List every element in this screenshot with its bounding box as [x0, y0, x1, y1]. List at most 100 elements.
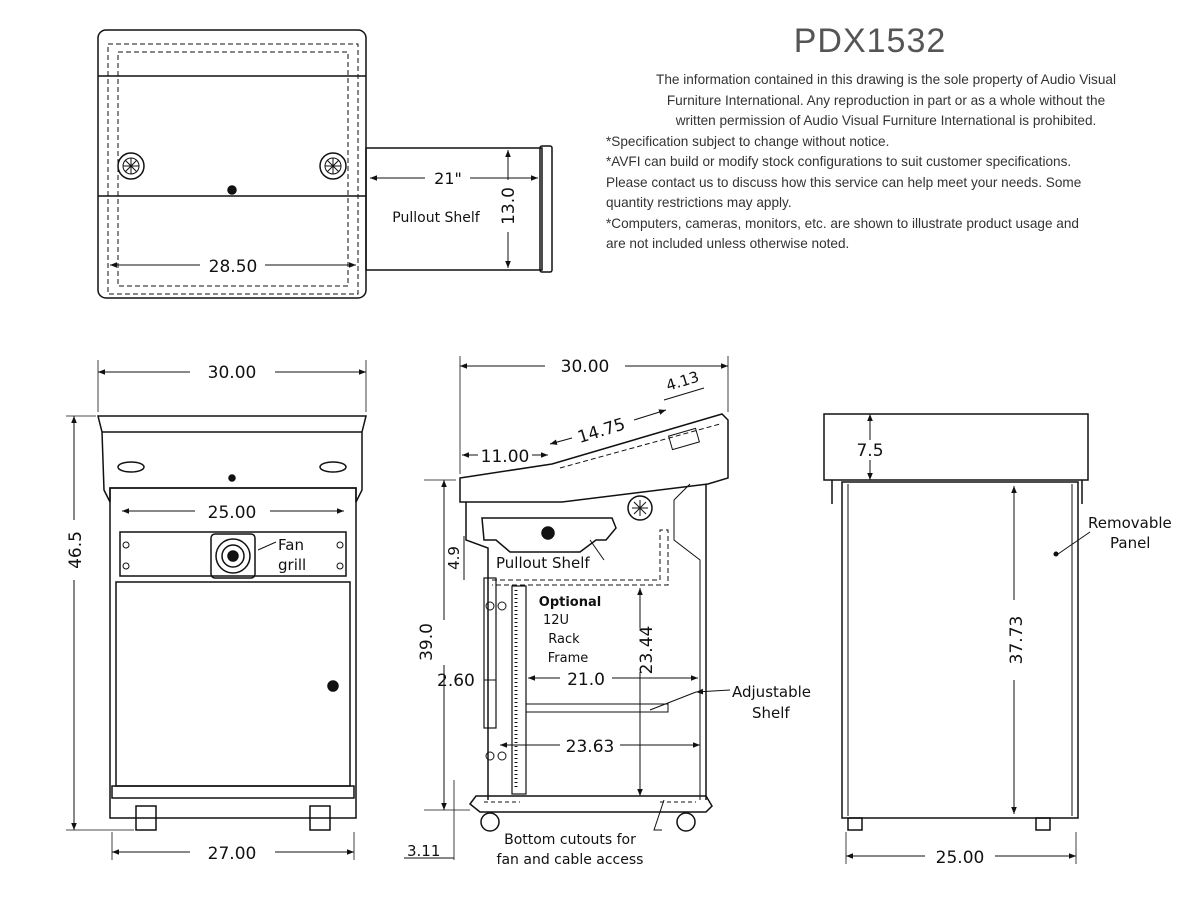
- pullout-shelf-handle: [539, 145, 553, 273]
- door-lock-icon: [327, 680, 339, 692]
- rack-screw: [485, 601, 495, 611]
- top-width-dim: 28.50: [209, 257, 258, 277]
- leader-line: [653, 799, 665, 831]
- side-view-panel: [673, 483, 701, 800]
- model-title: PDX1532: [793, 22, 947, 60]
- rear-width-dim: 25.00: [936, 848, 985, 868]
- front-view-top-cabinet: [97, 415, 367, 503]
- rack-screw: [497, 601, 507, 611]
- note-usage-1: *Computers, cameras, monitors, etc. are …: [606, 215, 1079, 231]
- note-custom-1: *AVFI can build or modify stock configur…: [606, 154, 1072, 169]
- note-spec: *Specification subject to change without…: [606, 133, 890, 149]
- shelf-depth-dim: 21": [434, 169, 462, 188]
- caster-icon: [309, 805, 331, 831]
- rack-screw: [336, 541, 344, 549]
- note-usage-2: are not included unless otherwise noted.: [606, 236, 850, 251]
- front-height-dim: 46.5: [66, 531, 86, 569]
- front-view-base: [111, 785, 355, 799]
- notes-block: The information contained in this drawin…: [606, 70, 1166, 255]
- front-view-rack-panel: [119, 531, 347, 577]
- fan-label-1: Fan: [278, 536, 304, 554]
- side-view-hidden-shelf: [492, 529, 669, 586]
- shelf-depth-dim: 21.0: [567, 670, 605, 690]
- side-height-dim: 39.0: [417, 623, 437, 661]
- pullout-shelf-side-label: Pullout Shelf: [496, 554, 590, 572]
- rear-view: [823, 413, 1091, 864]
- rack-offset-dim: 2.60: [437, 671, 475, 691]
- panel-marker: [1053, 551, 1059, 557]
- rack-label-3: Rack: [548, 632, 580, 647]
- fan-grill-icon: [319, 152, 347, 180]
- side-view-top: [459, 413, 729, 503]
- cutout-label-1: Bottom cutouts for: [504, 832, 636, 848]
- note-property-1: The information contained in this drawin…: [656, 72, 1116, 87]
- front-view: [66, 360, 367, 860]
- side-gap-dim: 4.9: [445, 546, 463, 570]
- adjustable-shelf-label-2: Shelf: [752, 704, 790, 722]
- rack-depth-dim: 23.44: [637, 626, 657, 675]
- fan-grill-icon: [627, 495, 653, 521]
- side-view-base: [468, 795, 713, 813]
- top-view-bolt: [227, 185, 237, 195]
- caster-wheel-icon: [480, 812, 500, 832]
- rack-screw: [122, 541, 130, 549]
- front-vent-icon: [117, 461, 145, 473]
- front-view-body: [109, 487, 357, 819]
- side-view: [404, 356, 731, 860]
- note-custom-3: quantity restrictions may apply.: [606, 195, 792, 210]
- rack-screw: [336, 562, 344, 570]
- rear-foot-icon: [1035, 817, 1051, 831]
- base-depth-dim: 23.63: [566, 737, 615, 757]
- side-depth-dim: 30.00: [561, 357, 610, 377]
- leader-line: [695, 688, 731, 695]
- fan-grill-icon: [117, 152, 145, 180]
- dim-line: [663, 387, 705, 401]
- pullout-shelf-label: Pullout Shelf: [392, 210, 480, 226]
- front-vent-icon: [319, 461, 347, 473]
- leader-line: [589, 539, 605, 561]
- shelf-width-dim: 13.0: [499, 187, 519, 225]
- rear-height-dim: 37.73: [1007, 616, 1027, 665]
- pullout-shelf-outline: [365, 147, 543, 271]
- removable-panel-label-1: Removable: [1088, 514, 1172, 532]
- note-property-3: written permission of Audio Visual Furni…: [675, 113, 1097, 128]
- side-view-hidden-slope: [559, 423, 721, 469]
- fan-icon: [210, 533, 256, 579]
- cutout-label-2: fan and cable access: [497, 852, 644, 868]
- side-view-upright: [483, 577, 497, 729]
- front-bolt: [228, 474, 236, 482]
- note-property-2: Furniture International. Any reproductio…: [666, 92, 1106, 108]
- adjustable-shelf-label-1: Adjustable: [732, 683, 811, 701]
- rack-label-2: 12U: [543, 613, 569, 628]
- side-slope-dim: 14.75: [575, 415, 627, 448]
- rack-rail: [511, 585, 527, 795]
- caster-icon: [135, 805, 157, 831]
- front-base-width-dim: 27.00: [208, 844, 257, 864]
- dim-line: [549, 437, 573, 445]
- dim-line: [633, 409, 667, 421]
- top-view-hidden-inner: [117, 51, 349, 287]
- rack-label-4: Frame: [548, 651, 589, 666]
- rack-screw: [485, 751, 495, 761]
- fan-label-2: grill: [278, 556, 306, 574]
- top-view-hidden-frame: [107, 43, 359, 295]
- front-inner-width-dim: 25.00: [208, 503, 257, 523]
- front-width-dim: 30.00: [208, 363, 257, 383]
- leader-line: [1057, 531, 1091, 555]
- adjustable-shelf-side: [526, 703, 669, 713]
- top-view: [97, 29, 553, 299]
- pullout-shelf-knob: [541, 526, 555, 540]
- rear-top-height-dim: 7.5: [856, 441, 883, 461]
- removable-panel-label-2: Panel: [1110, 534, 1150, 552]
- caster-height-dim: 3.11: [407, 842, 440, 860]
- rear-view-top: [823, 413, 1089, 481]
- note-custom-2: Please contact us to discuss how this se…: [606, 174, 1082, 190]
- rear-foot-icon: [847, 817, 863, 831]
- side-view-body: [465, 484, 707, 800]
- side-view-bracket: [667, 427, 701, 451]
- rear-view-panel: [841, 481, 1079, 819]
- rack-screw: [497, 751, 507, 761]
- fan-leader: [257, 541, 277, 551]
- caster-wheel-icon: [676, 812, 696, 832]
